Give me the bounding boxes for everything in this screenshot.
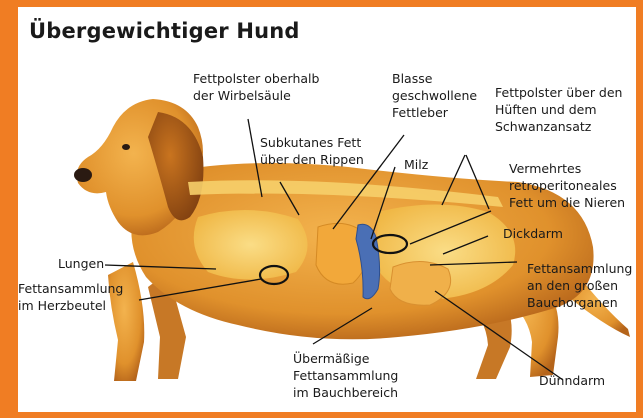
label-colon: Dickdarm [503,225,563,242]
label-lungs: Lungen [58,255,104,272]
dog-nose [74,168,92,182]
label-small-intestine: Dünndarm [539,372,605,389]
dog-eye [122,144,130,150]
label-spleen: Milz [404,156,428,173]
diagram-panel: Übergewichtiger Hund [18,7,636,412]
